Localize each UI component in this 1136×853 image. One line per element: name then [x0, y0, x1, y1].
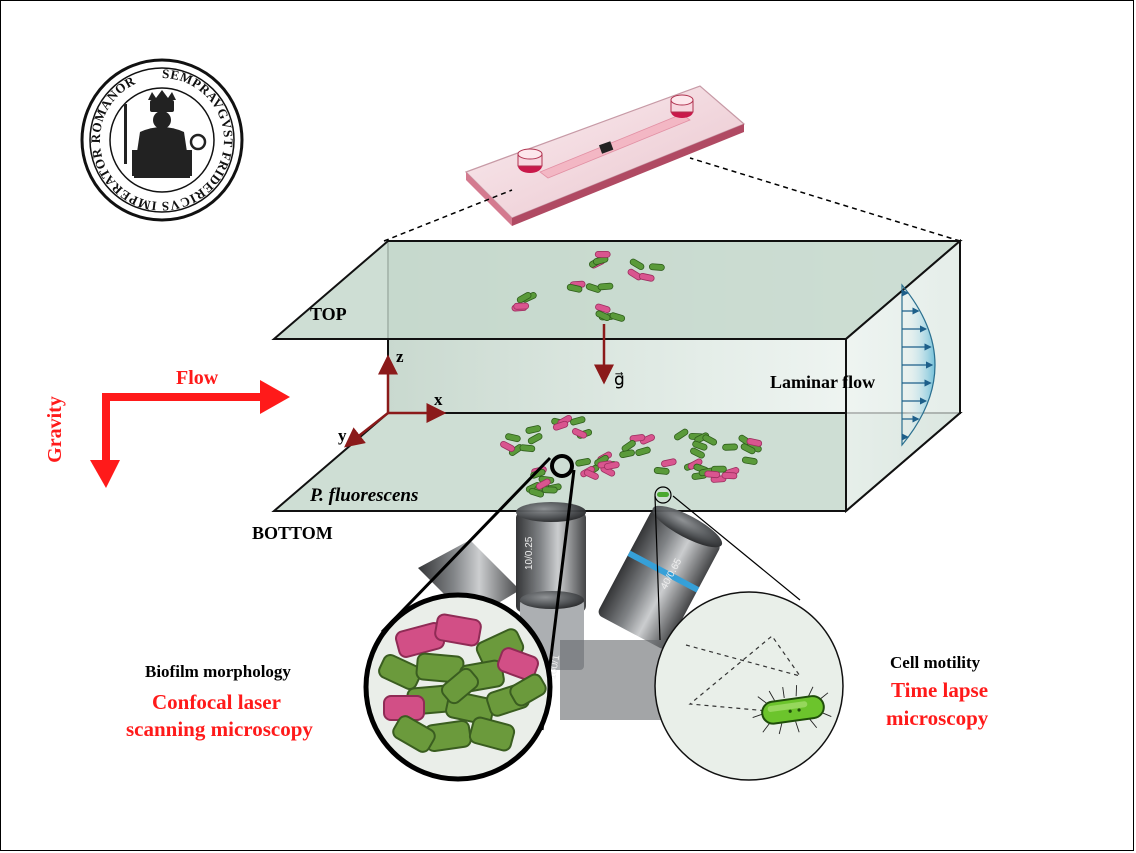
magnified-bacterium-cell [468, 716, 516, 752]
bacterium-cell [595, 310, 611, 322]
bacterium-cell [500, 440, 515, 452]
bacterium-cell [575, 458, 591, 467]
biofilm-method-line2: scanning microscopy [126, 717, 313, 741]
biofilm-magnified-view [363, 592, 553, 782]
bacterium-cell [528, 487, 545, 498]
bacteria-top-cluster [511, 250, 665, 322]
motility-method-line2: microscopy [886, 706, 989, 730]
flow-gravity-arrows [90, 380, 290, 488]
laminar-flow-profile [901, 283, 936, 447]
axis-x-label: x [434, 390, 443, 409]
svg-text:10/0.25: 10/0.25 [524, 536, 535, 570]
gravity-label: Gravity [43, 396, 66, 463]
magnified-bacterium-cell [441, 667, 479, 705]
biofilm-title: Biofilm morphology [145, 662, 291, 681]
bacterium-cell [597, 282, 614, 291]
bacterium-cell [635, 446, 651, 456]
bacterium-cell [552, 420, 569, 431]
bacterium-cell [690, 447, 705, 459]
bacterium-cell [621, 440, 636, 452]
zoom-line-right [689, 157, 961, 242]
magnified-bacterium-cell [509, 673, 547, 707]
biofilm-method-line1: Confocal laser [152, 690, 281, 714]
bacterium-cell [519, 444, 536, 453]
bacterium-cell [525, 425, 542, 434]
bacterium-cell [594, 250, 611, 258]
bacteria-bottom-biofilm [500, 414, 763, 498]
bacterium-cell [702, 434, 718, 446]
zoom-line-left [383, 189, 513, 242]
bacterium-cell [629, 258, 645, 271]
bacterium-cell [527, 433, 543, 445]
bacterium-cell [516, 291, 532, 304]
bacterium-cell [722, 443, 738, 451]
magnified-bacterium-cell [497, 647, 539, 681]
motility-title: Cell motility [890, 653, 981, 672]
bacterium-cell [595, 303, 611, 314]
bacterium-cell [609, 312, 626, 322]
magnified-bacterium-cell [434, 613, 482, 647]
axis-z-label: z [396, 347, 404, 366]
bacterium-cell [648, 263, 665, 271]
cell-motility-magnified-view [654, 591, 844, 781]
bacterium-cell [570, 416, 586, 426]
bacterium-cell [535, 478, 551, 490]
coordinate-axes [344, 354, 447, 448]
microfluidic-slide [464, 85, 746, 226]
bacterium-cell [692, 440, 708, 451]
axis-y-label: y [338, 426, 347, 445]
bacterium-cell [585, 283, 602, 293]
bacterium-cell [505, 433, 521, 443]
bacterium-cell [653, 467, 670, 475]
bacterium-cell [629, 434, 646, 443]
zoom-cone-motility [654, 486, 801, 641]
bacterium-cell [619, 449, 635, 459]
university-seal-logo: SEMPRAVGVST FRIDERICVS IMPERATOR ROMANOR [80, 58, 244, 222]
species-label: P. fluorescens [310, 485, 419, 506]
bacterium-cell [541, 486, 558, 494]
bacterium-cell [604, 461, 620, 470]
bacterium-cell [583, 469, 599, 480]
gravity-vector-label: g⃗ [614, 370, 625, 389]
laminar-flow-label: Laminar flow [770, 372, 876, 392]
flow-label: Flow [176, 367, 219, 389]
top-plate-label: TOP [310, 304, 347, 324]
bacterium-cell [566, 283, 583, 293]
bacterium-cell [571, 428, 587, 439]
bacterium-cell [740, 443, 756, 455]
bacterium-cell [639, 434, 655, 445]
bacterium-cell [638, 272, 655, 282]
bacterium-cell [661, 458, 677, 468]
bacterium-cell [704, 470, 721, 479]
bacterium-cell [721, 471, 738, 480]
bottom-plate-label: BOTTOM [252, 523, 333, 543]
bacterium-cell [741, 456, 758, 465]
bacterium-cell [746, 438, 763, 447]
magnified-bacterium-cell [378, 653, 422, 691]
magnified-bacterium-cell [392, 715, 436, 753]
bacterium-cell [513, 302, 530, 310]
bacterium-cell [674, 428, 689, 441]
motility-method-line1: Time lapse [891, 678, 989, 702]
